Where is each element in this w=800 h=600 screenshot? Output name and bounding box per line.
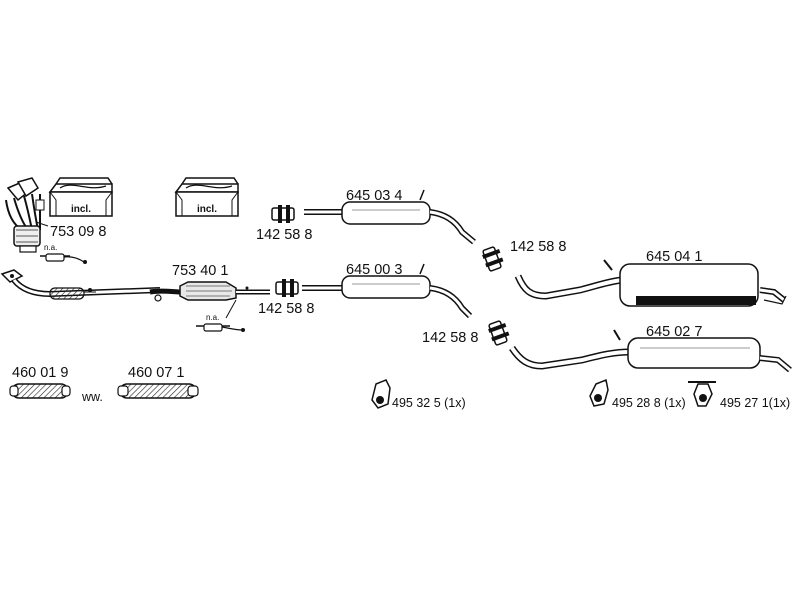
part-number-rear-muffler: 645 02 7 — [646, 324, 702, 340]
rear-muffler-lower — [509, 329, 792, 373]
middle-muffler-upper — [304, 189, 476, 245]
included-kit-box-1: incl. — [48, 177, 113, 217]
clamp-top-left — [271, 205, 295, 223]
clamp-mid-right — [488, 320, 510, 346]
included-kit-box-2: incl. — [174, 177, 239, 217]
rear-muffler-upper — [514, 259, 787, 307]
clamp-mid-left — [275, 279, 299, 297]
part-number-clamp: 142 58 8 — [258, 301, 314, 317]
catalytic-converter — [149, 281, 270, 302]
flex-pipe-1 — [9, 383, 71, 399]
not-applicable-label: n.a. — [206, 313, 219, 322]
clamp-top-right — [482, 246, 504, 272]
part-number-catalyst: 753 40 1 — [172, 263, 228, 279]
part-number-middle-muffler: 645 00 3 — [346, 262, 402, 278]
flex-pipe-2 — [117, 383, 199, 399]
part-number-hanger: 495 28 8 (1x) — [612, 396, 686, 410]
exhaust-manifold — [5, 177, 49, 253]
part-number-manifold: 753 09 8 — [50, 224, 106, 240]
middle-muffler-lower — [302, 263, 473, 319]
part-number-clamp: 142 58 8 — [510, 239, 566, 255]
rubber-hanger-3 — [688, 381, 716, 407]
front-pipe — [0, 269, 161, 300]
incl-label: incl. — [197, 204, 217, 215]
part-number-clamp: 142 58 8 — [422, 330, 478, 346]
incl-label: incl. — [71, 204, 91, 215]
part-number-rear-muffler: 645 04 1 — [646, 249, 702, 265]
part-number-flex-pipe: 460 01 9 — [12, 365, 68, 381]
not-applicable-label: n.a. — [44, 243, 57, 252]
oxygen-sensor-1: n.a. — [40, 243, 87, 264]
part-number-clamp: 142 58 8 — [256, 227, 312, 243]
part-number-flex-pipe: 460 07 1 — [128, 365, 184, 381]
rubber-hanger-1 — [371, 379, 391, 409]
part-number-hanger: 495 27 1(1x) — [720, 396, 790, 410]
part-number-hanger: 495 32 5 (1x) — [392, 396, 466, 410]
or-label: ww. — [81, 390, 103, 404]
oxygen-sensor-2: n.a. — [196, 299, 245, 332]
part-number-middle-muffler: 645 03 4 — [346, 188, 402, 204]
rubber-hanger-2 — [589, 378, 609, 407]
